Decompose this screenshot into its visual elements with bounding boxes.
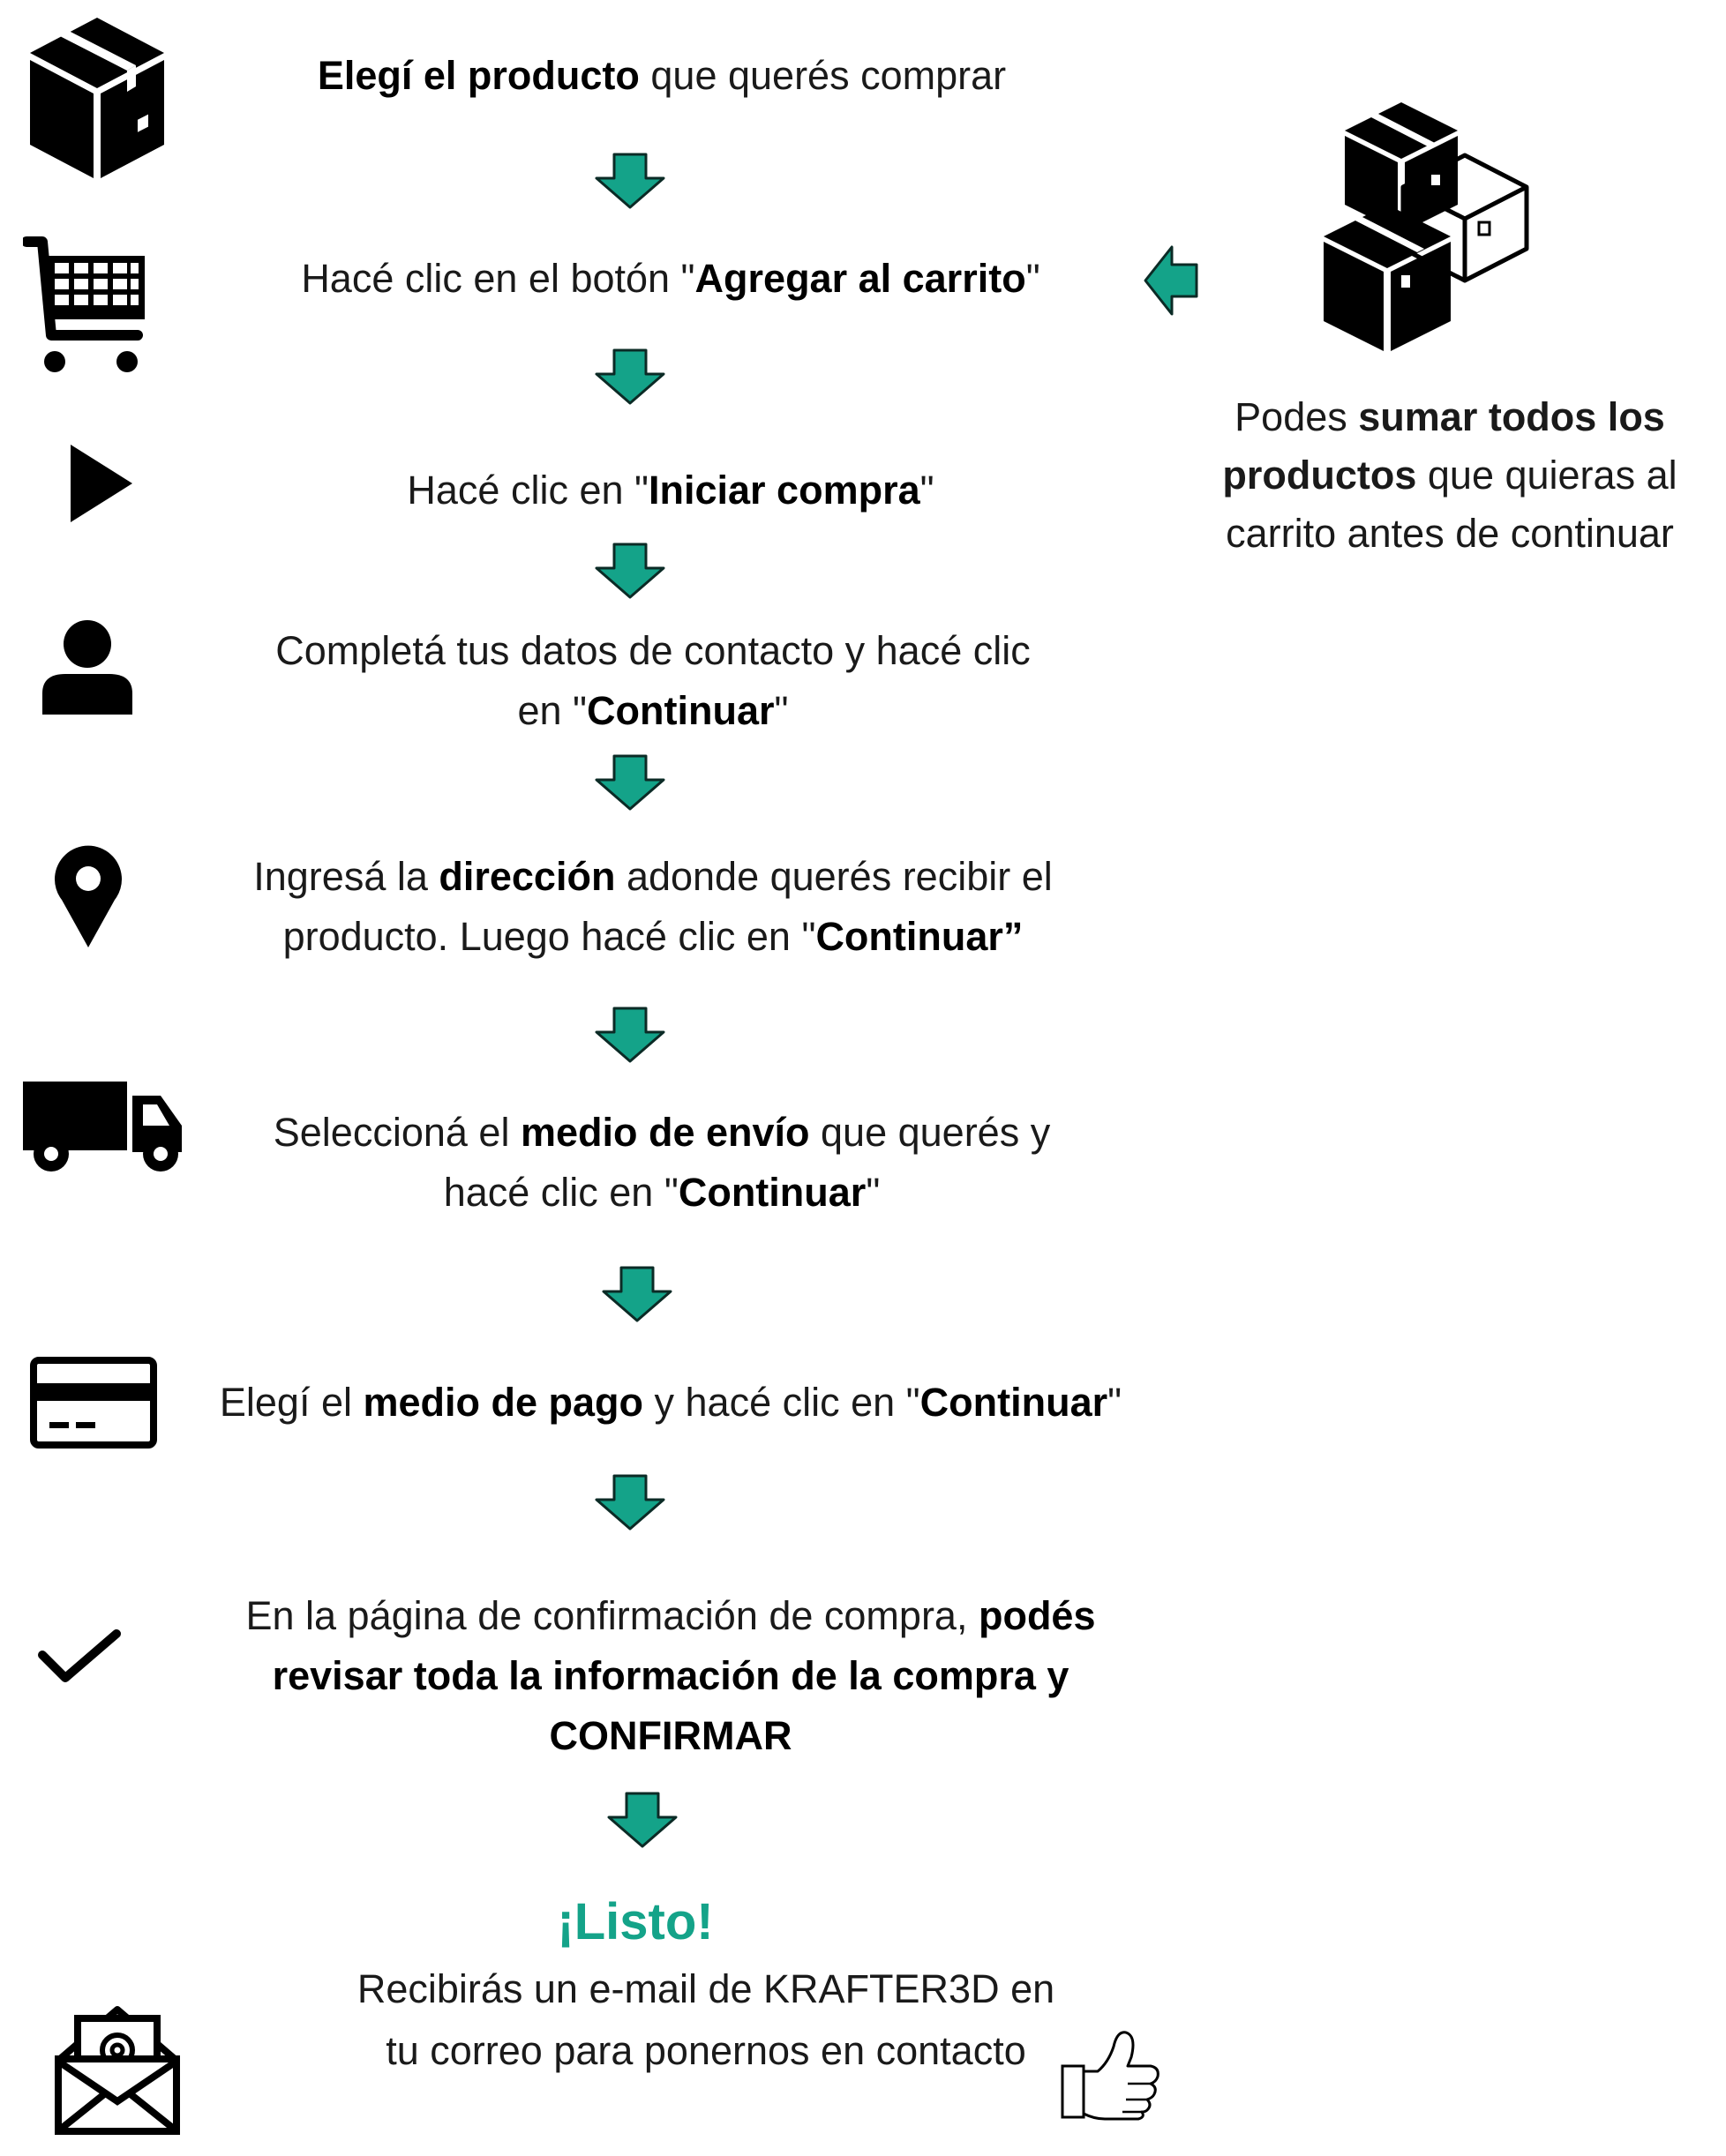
- step-1-rest: que querés comprar: [639, 53, 1007, 98]
- step-3-suffix: ": [919, 468, 934, 513]
- step-7-bold: medio de pago: [363, 1380, 644, 1425]
- step-7-text: Elegí el medio de pago y hacé clic en "C…: [185, 1373, 1156, 1433]
- step-1-bold: Elegí el producto: [317, 53, 640, 98]
- step-2-suffix: ": [1025, 256, 1040, 301]
- step-4-line-2: en "Continuar": [194, 681, 1112, 741]
- down-arrow-icon: [593, 348, 667, 406]
- side-note-line-1: Podes sumar todos los: [1198, 388, 1701, 446]
- step-8-bold: podés: [978, 1593, 1096, 1638]
- step-2-bold: Agregar al carrito: [694, 256, 1026, 301]
- side-note-bold-2: productos: [1222, 453, 1417, 498]
- step-6-prefix: Seleccioná el: [273, 1110, 521, 1155]
- step-8-bold-2: revisar toda la información de la compra…: [272, 1653, 1069, 1698]
- play-icon: [69, 443, 134, 524]
- step-3-text: Hacé clic en "Iniciar compra": [229, 460, 1112, 520]
- step-6-line-2: hacé clic en "Continuar": [194, 1163, 1129, 1223]
- step-5-bold-2: Continuar”: [815, 914, 1024, 959]
- credit-card-icon: [30, 1357, 157, 1449]
- stacked-boxes-icon: [1315, 99, 1532, 355]
- step-7-mid: y hacé clic en ": [643, 1380, 920, 1425]
- step-6-bold: medio de envío: [520, 1110, 810, 1155]
- side-note-mid: que quieras al: [1416, 453, 1677, 498]
- step-3-prefix: Hacé clic en ": [407, 468, 649, 513]
- down-arrow-icon: [605, 1791, 679, 1849]
- box-icon: [26, 16, 168, 180]
- step-8-line-2: revisar toda la información de la compra…: [176, 1646, 1165, 1706]
- final-line-1: Recibirás un e-mail de KRAFTER3D en: [356, 1966, 1055, 2011]
- down-arrow-icon: [593, 542, 667, 600]
- side-note-line-2: productos que quieras al: [1198, 446, 1701, 505]
- step-4-prefix: en ": [517, 688, 588, 733]
- side-note-line-3: carrito antes de continuar: [1226, 511, 1674, 556]
- side-note-bold: sumar todos los: [1358, 394, 1665, 439]
- step-1-text: Elegí el producto que querés comprar: [229, 46, 1094, 106]
- down-arrow-icon: [593, 1006, 667, 1064]
- step-8-bold-3: CONFIRMAR: [549, 1713, 792, 1758]
- email-envelope-icon: [53, 1995, 182, 2135]
- step-5-mid: adonde querés recibir el: [615, 854, 1053, 899]
- down-arrow-icon: [593, 753, 667, 812]
- step-5-prefix: Ingresá la: [253, 854, 439, 899]
- step-6-mid: que querés y: [809, 1110, 1051, 1155]
- final-line-2: tu correo para ponernos en contacto: [386, 2028, 1026, 2073]
- step-4-text: Completá tus datos de contacto y hacé cl…: [194, 621, 1112, 741]
- step-5-line2-prefix: producto. Luego hacé clic en ": [282, 914, 816, 959]
- step-6-line2-prefix: hacé clic en ": [443, 1170, 679, 1215]
- down-arrow-icon: [593, 1473, 667, 1531]
- side-note-text: Podes sumar todos los productos que quie…: [1198, 388, 1701, 563]
- step-8-prefix: En la página de confirmación de compra,: [245, 1593, 979, 1638]
- step-7-bold-2: Continuar: [919, 1380, 1108, 1425]
- user-icon: [41, 619, 134, 716]
- step-4-line-1: Completá tus datos de contacto y hacé cl…: [275, 628, 1031, 673]
- step-7-prefix: Elegí el: [219, 1380, 364, 1425]
- step-8-text: En la página de confirmación de compra, …: [176, 1586, 1165, 1766]
- step-6-text: Seleccioná el medio de envío que querés …: [194, 1103, 1129, 1223]
- down-arrow-icon: [593, 152, 667, 210]
- final-message: Recibirás un e-mail de KRAFTER3D en tu c…: [221, 1958, 1191, 2082]
- thumbs-up-icon: [1059, 2027, 1161, 2121]
- side-note-prefix: Podes: [1234, 394, 1359, 439]
- location-pin-icon: [53, 845, 124, 949]
- step-8-line-3: CONFIRMAR: [176, 1706, 1165, 1766]
- step-5-bold: dirección: [439, 854, 616, 899]
- step-2-prefix: Hacé clic en el botón ": [301, 256, 695, 301]
- step-5-line-1: Ingresá la dirección adonde querés recib…: [194, 847, 1112, 907]
- step-4-bold: Continuar: [587, 688, 775, 733]
- step-7-suffix: ": [1107, 1380, 1122, 1425]
- step-2-text: Hacé clic en el botón "Agregar al carrit…: [229, 249, 1112, 309]
- truck-icon: [21, 1078, 184, 1173]
- step-6-bold-2: Continuar: [678, 1170, 867, 1215]
- down-arrow-icon: [600, 1265, 674, 1323]
- done-heading: ¡Listo!: [557, 1893, 714, 1950]
- step-4-suffix: ": [774, 688, 789, 733]
- step-5-text: Ingresá la dirección adonde querés recib…: [194, 847, 1112, 967]
- step-3-bold: Iniciar compra: [648, 468, 920, 513]
- step-6-line-1: Seleccioná el medio de envío que querés …: [194, 1103, 1129, 1163]
- checkmark-icon: [37, 1628, 122, 1687]
- step-6-suffix: ": [866, 1170, 881, 1215]
- step-8-line-1: En la página de confirmación de compra, …: [176, 1586, 1165, 1646]
- left-arrow-icon: [1142, 243, 1200, 318]
- shopping-cart-icon: [23, 235, 152, 374]
- step-5-line-2: producto. Luego hacé clic en "Continuar”: [194, 907, 1112, 967]
